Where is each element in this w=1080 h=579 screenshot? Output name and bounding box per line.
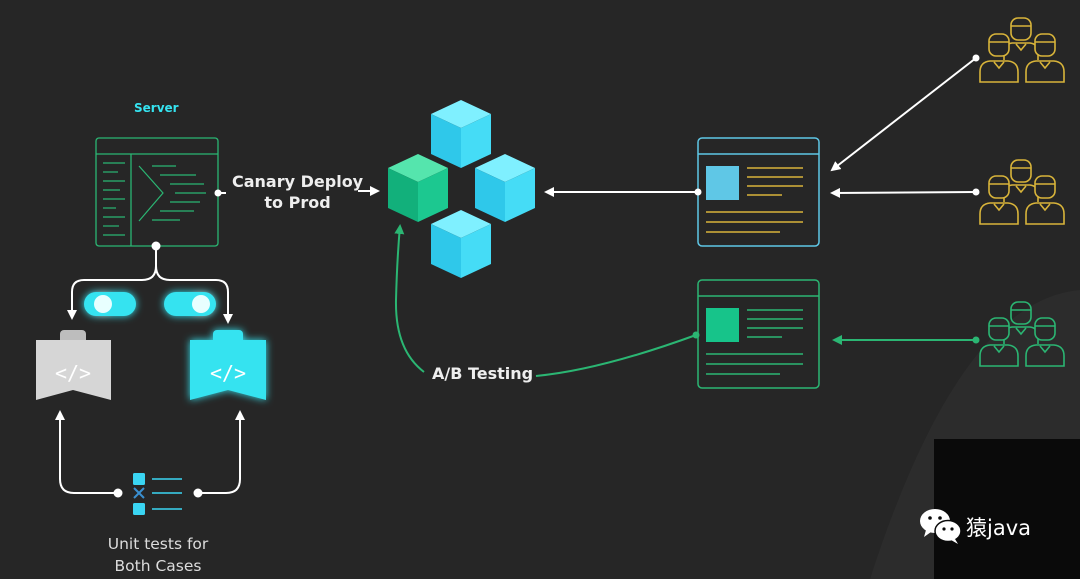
unit-test-checklist-icon — [133, 473, 182, 515]
unit-tests-line2: Both Cases — [114, 557, 202, 575]
user-group-yellow-2-icon — [979, 159, 1065, 225]
ab-testing-curve-left — [394, 224, 425, 373]
user-arrows — [830, 54, 980, 345]
user-group-yellow-1-icon — [979, 17, 1065, 83]
code-badge-gray-icon: </> — [36, 330, 111, 400]
code-badge-cyan-icon: </> — [190, 330, 266, 400]
cube-top — [431, 100, 491, 168]
code-icon-text: </> — [55, 361, 91, 385]
person-right-icon — [1025, 33, 1065, 83]
web-page-window-1-icon — [697, 137, 820, 247]
cube-green — [388, 154, 448, 222]
canary-label-line1: Canary Deploy — [232, 172, 364, 191]
server-label: Server — [134, 101, 179, 115]
unit-test-arrows — [55, 410, 245, 498]
code-icon-text: </> — [210, 361, 246, 385]
watermark-box — [934, 439, 1080, 579]
wechat-icon — [920, 509, 962, 544]
unit-tests-line1: Unit tests for — [107, 535, 209, 553]
server-branch-arrows — [67, 241, 233, 324]
server-window-icon — [95, 137, 219, 247]
service-cubes-icon — [388, 100, 535, 278]
ab-testing-curve-right — [535, 334, 697, 377]
cube-right — [475, 154, 535, 222]
cube-bottom — [431, 210, 491, 278]
watermark-text: 猿java — [966, 516, 1031, 540]
canary-deploy-label: Canary Deploy to Prod — [232, 171, 363, 213]
person-left-icon — [979, 33, 1019, 83]
unit-tests-label: Unit tests for Both Cases — [102, 533, 214, 577]
toggle-switch-left — [84, 292, 136, 316]
toggle-switch-right — [164, 292, 216, 316]
ab-testing-label: A/B Testing — [432, 364, 534, 383]
canary-label-line2: to Prod — [264, 193, 331, 212]
web-page-window-2-icon — [697, 279, 820, 389]
user-group-green-icon — [979, 301, 1065, 367]
